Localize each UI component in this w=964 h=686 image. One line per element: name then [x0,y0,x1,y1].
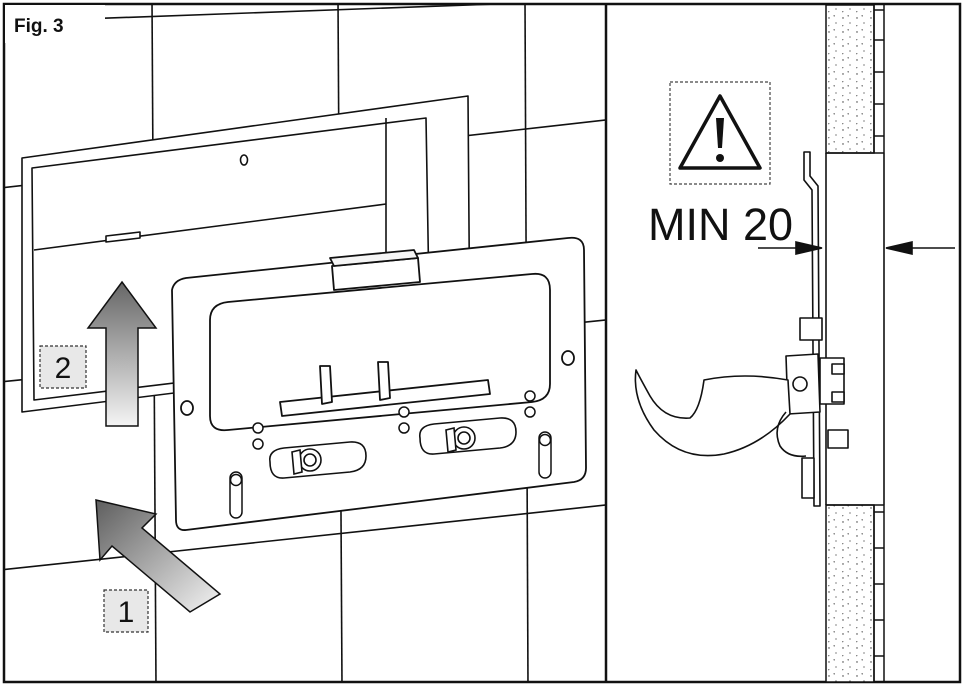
warning-triangle-icon [669,81,771,185]
step-1-number: 1 [118,596,135,629]
step-2-box: 2 [39,345,87,389]
wall-cavity [825,152,885,506]
bracket-profile [785,151,849,507]
dimension-arrows [758,240,955,256]
mounting-bracket [171,236,587,531]
tap-lever [634,369,807,458]
arrow-step-2 [86,280,158,427]
valve-slot-right [418,417,517,455]
figure-label-box [5,5,105,43]
wall-section-top [825,4,885,154]
figure-label: Fig. 3 [14,16,64,37]
step-1-box: 1 [103,589,149,633]
adjustment-slots [229,390,552,519]
min-distance-label: MIN 20 [648,199,793,250]
wall-section-bottom [825,504,885,683]
arrow-step-1 [95,499,222,613]
step-2-number: 2 [55,352,72,385]
valve-slot-left [268,441,367,479]
